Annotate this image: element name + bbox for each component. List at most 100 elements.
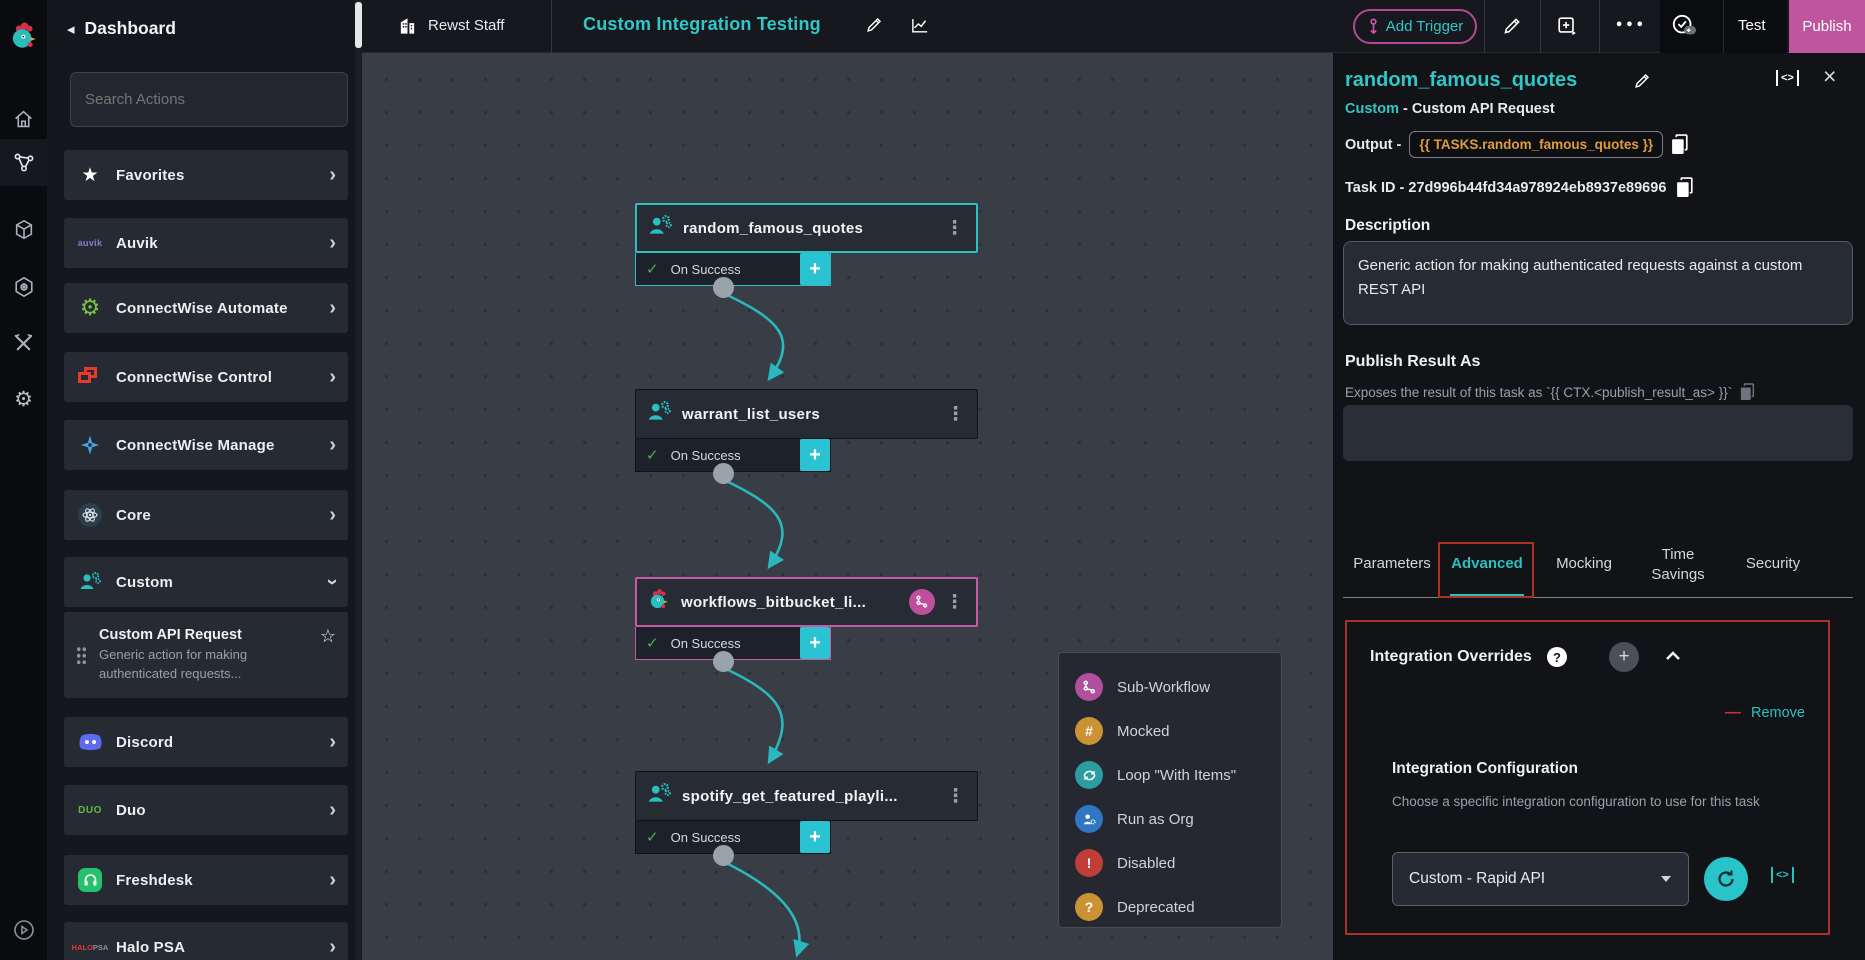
auto-complete-toggle-icon[interactable] [1671,13,1697,44]
jinja-editor-icon[interactable]: <> [1771,867,1794,883]
sidebar-item-discord[interactable]: Discord › [64,717,348,767]
sidebar-item-auvik[interactable]: auvik Auvik › [64,218,348,268]
sidebar-item-custom[interactable]: Custom › [64,557,348,607]
copy-output-icon[interactable] [1671,134,1690,155]
help-icon[interactable]: ? [1547,647,1567,667]
integration-separator: - [1403,101,1408,117]
output-reference-chip[interactable]: {{ TASKS.random_famous_quotes }} [1409,131,1664,158]
back-chevron-icon: ◂ [67,19,75,38]
test-button[interactable]: Test [1738,17,1766,34]
refresh-configurations-button[interactable] [1704,857,1748,901]
tab-mocking[interactable]: Mocking [1556,555,1612,572]
mocked-icon: # [1075,717,1103,745]
custom-integration-icon [76,570,104,594]
packages-icon[interactable] [0,206,47,253]
node-menu-icon[interactable]: ⋮ [945,591,964,613]
action-card-custom-api-request[interactable]: Custom API Request Generic action for ma… [64,612,348,698]
tab-parameters[interactable]: Parameters [1353,555,1431,572]
task-node-random-famous-quotes[interactable]: random_famous_quotes ⋮ ✓ On Success + [635,203,978,298]
back-label: Dashboard [84,18,176,38]
discord-logo-icon [76,733,104,751]
copy-publish-hint-icon[interactable] [1740,383,1756,401]
integrations-icon[interactable] [0,263,47,310]
tab-advanced[interactable]: Advanced [1451,555,1523,572]
sidebar-item-core[interactable]: Core › [64,490,348,540]
sidebar-item-cw-automate[interactable]: ⚙ ConnectWise Automate › [64,283,348,333]
sidebar-scrollbar-thumb[interactable] [355,2,362,48]
close-panel-icon[interactable]: × [1823,63,1837,89]
node-menu-icon[interactable]: ⋮ [946,403,965,425]
sidebar-item-cw-manage[interactable]: ConnectWise Manage › [64,420,348,470]
drag-handle-icon[interactable] [76,646,87,664]
rewst-logo-icon[interactable] [0,12,47,59]
code-view-icon[interactable]: <> [1776,70,1799,86]
add-task-button[interactable]: + [800,627,830,659]
transition-on-success[interactable]: ✓ On Success [636,439,800,471]
core-logo-icon [76,502,104,528]
task-node-workflows-bitbucket[interactable]: workflows_bitbucket_li... ⋮ ✓ On Success… [635,577,978,672]
sub-workflow-icon [1075,673,1103,701]
more-options-icon[interactable]: ••• [1615,18,1646,33]
tab-time-savings[interactable]: Time Savings [1651,546,1705,584]
actions-sidebar: ◂ Dashboard ★ Favorites › auvik Auvik › … [47,0,355,960]
task-node-warrant-list-users[interactable]: warrant_list_users ⋮ ✓ On Success + [635,389,978,484]
node-menu-icon[interactable]: ⋮ [946,785,965,807]
sidebar-scrollbar-track[interactable] [355,0,362,960]
add-override-button[interactable]: + [1609,642,1639,672]
favorite-star-outline-icon[interactable]: ☆ [319,626,336,647]
icon-rail: ⚙ [0,0,47,960]
chevron-right-icon: › [329,869,336,891]
edit-title-icon[interactable] [865,15,884,39]
select-caret-icon [1660,870,1672,888]
transition-on-success[interactable]: ✓ On Success [636,627,800,659]
workflows-icon[interactable] [0,139,47,186]
connection-handle[interactable] [713,463,734,484]
add-task-button[interactable]: + [800,253,830,285]
chevron-right-icon: › [329,164,336,186]
tab-security[interactable]: Security [1745,555,1801,572]
workflow-canvas[interactable]: random_famous_quotes ⋮ ✓ On Success + [362,53,1333,960]
add-trigger-button[interactable]: Add Trigger [1353,9,1477,44]
connection-handle[interactable] [713,845,734,866]
settings-gear-icon[interactable]: ⚙ [14,386,33,411]
search-actions-input[interactable] [70,72,348,127]
add-task-button[interactable]: + [800,821,830,853]
node-menu-icon[interactable]: ⋮ [945,217,964,239]
edit-workflow-icon[interactable] [1502,15,1523,41]
home-icon[interactable] [0,96,47,143]
sidebar-item-duo[interactable]: DUO Duo › [64,785,348,835]
disabled-icon: ! [1075,849,1103,877]
remove-override-button[interactable]: — Remove [1725,704,1805,722]
sidebar-item-freshdesk[interactable]: Freshdesk › [64,855,348,905]
edit-task-name-icon[interactable] [1633,71,1652,95]
copy-task-id-icon[interactable] [1676,177,1695,198]
workflow-title: Custom Integration Testing [583,14,821,34]
integration-link[interactable]: Custom [1345,101,1399,117]
action-card-title: Custom API Request [99,626,242,643]
integration-config-select[interactable]: Custom - Rapid API [1392,852,1689,906]
add-task-button[interactable]: + [800,439,830,471]
play-circle-icon[interactable] [0,906,47,953]
tab-divider [1343,597,1853,598]
organization-name[interactable]: Rewst Staff [428,17,505,34]
custom-action-icon [646,781,672,812]
cw-manage-logo-icon [76,434,104,456]
tools-icon[interactable] [0,320,47,367]
connection-handle[interactable] [713,277,734,298]
insert-node-icon[interactable] [1556,15,1578,42]
topbar-divider [1540,0,1541,53]
task-node-spotify-get-featured-playlists[interactable]: spotify_get_featured_playli... ⋮ ✓ On Su… [635,771,978,866]
custom-action-icon [647,213,673,244]
collapse-chevron-icon[interactable] [1665,649,1681,667]
chevron-right-icon: › [329,799,336,821]
connection-handle[interactable] [713,651,734,672]
deprecated-icon: ? [1075,893,1103,921]
publish-button[interactable]: Publish [1789,0,1865,53]
sidebar-item-cw-control[interactable]: ConnectWise Control › [64,352,348,402]
workflow-stats-icon[interactable] [910,16,930,40]
back-to-dashboard[interactable]: ◂ Dashboard [67,18,176,39]
sidebar-item-favorites[interactable]: ★ Favorites › [64,150,348,200]
publish-result-input[interactable] [1343,405,1853,461]
